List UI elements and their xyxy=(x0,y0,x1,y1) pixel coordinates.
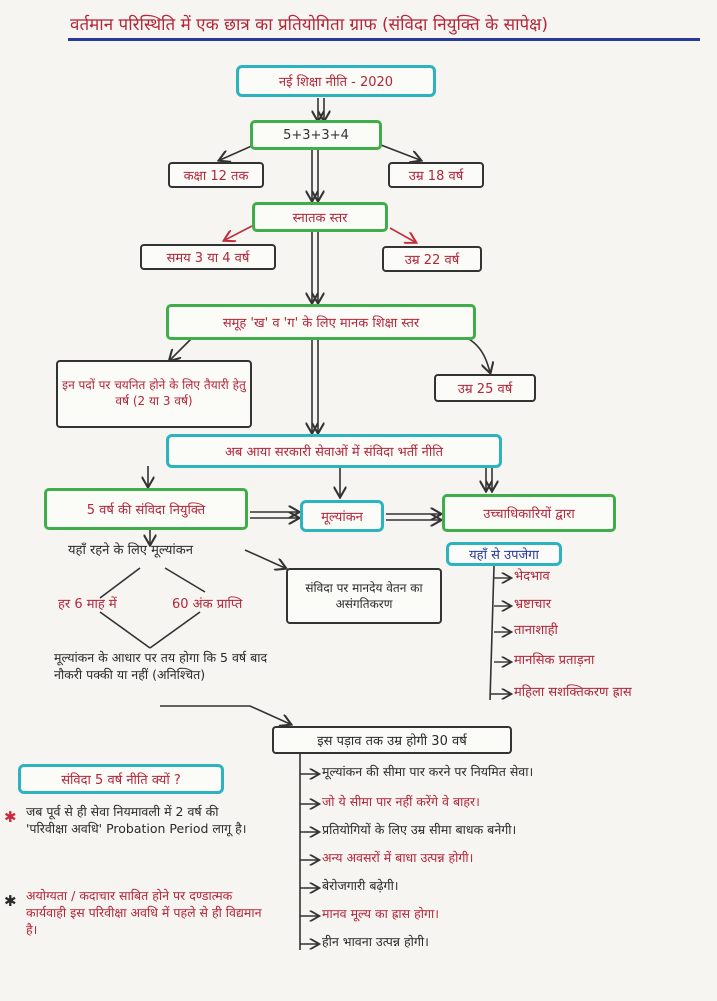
uncertain-text: मूल्यांकन के आधार पर तय होगा कि 5 वर्ष ब… xyxy=(54,650,268,682)
consequence-6: मानव मूल्य का ह्रास होगा। xyxy=(322,906,439,921)
outcome-3: तानाशाही xyxy=(514,623,558,638)
contract5-box: 5 वर्ष की संविदा नियुक्ति xyxy=(44,488,248,530)
prep-box: इन पदों पर चयनित होने के लिए तैयारी हेतु… xyxy=(56,360,252,428)
nep-box: नई शिक्षा नीति - 2020 xyxy=(236,65,436,97)
asterisk-icon: ✱ xyxy=(4,808,17,826)
age18-box: उम्र 18 वर्ष xyxy=(388,162,484,188)
outcome-1: भेदभाव xyxy=(514,569,550,584)
consequence-3: प्रतियोगियों के लिए उम्र सीमा बाधक बनेगी… xyxy=(322,822,517,837)
graduation-box: स्नातक स्तर xyxy=(252,202,388,232)
page-title: वर्तमान परिस्थिति में एक छात्र का प्रतिय… xyxy=(70,15,548,35)
consequence-2: जो ये सीमा पार नहीं करेंगे वे बाहर। xyxy=(322,794,480,809)
standard-box: समूह 'ख' व 'ग' के लिए मानक शिक्षा स्तर xyxy=(166,304,476,340)
consequence-5: बेरोजगारी बढ़ेगी। xyxy=(322,878,399,893)
asterisk-icon-2: ✱ xyxy=(4,892,17,910)
consequence-4: अन्य अवसरों में बाधा उत्पन्न होगी। xyxy=(322,850,474,865)
age22-box: उम्र 22 वर्ष xyxy=(382,246,482,272)
class12-box: कक्षा 12 तक xyxy=(168,162,264,188)
outcome-2: भ्रष्टाचार xyxy=(514,597,552,612)
outcome-5: महिला सशक्तिकरण ह्रास xyxy=(514,685,632,700)
evaluation-box: मूल्यांकन xyxy=(300,500,384,532)
stay-evaluation-text: यहाँ रहने के लिए मूल्यांकन xyxy=(68,543,193,558)
outcome-4: मानसिक प्रताड़ना xyxy=(514,653,595,668)
consequence-7: हीन भावना उत्पन्न होगी। xyxy=(322,934,429,949)
time34-box: समय 3 या 4 वर्ष xyxy=(140,244,276,270)
why-point-1: जब पूर्व से ही सेवा नियमावली में 2 वर्ष … xyxy=(26,804,247,836)
title-underline xyxy=(68,38,700,41)
age30-box: इस पड़ाव तक उम्र होगी 30 वर्ष xyxy=(272,726,512,754)
salary-box: संविदा पर मानदेय वेतन का असंगतिकरण xyxy=(286,568,442,624)
fromhere-box: यहाँ से उपजेगा xyxy=(446,542,562,566)
why-heading-box: संविदा 5 वर्ष नीति क्यों ? xyxy=(18,764,224,794)
consequence-1: मूल्यांकन की सीमा पार करने पर नियमित सेव… xyxy=(322,764,534,779)
why-point-2: अयोग्यता / कदाचार साबित होने पर दण्डात्म… xyxy=(26,888,262,937)
every6-text: हर 6 माह में xyxy=(58,597,117,612)
policy-box: अब आया सरकारी सेवाओं में संविदा भर्ती नी… xyxy=(166,434,502,468)
age25-box: उम्र 25 वर्ष xyxy=(434,374,536,402)
structure-box: 5+3+3+4 xyxy=(250,120,382,150)
marks60-text: 60 अंक प्राप्ति xyxy=(172,597,243,612)
officers-box: उच्चाधिकारियों द्वारा xyxy=(442,494,616,532)
